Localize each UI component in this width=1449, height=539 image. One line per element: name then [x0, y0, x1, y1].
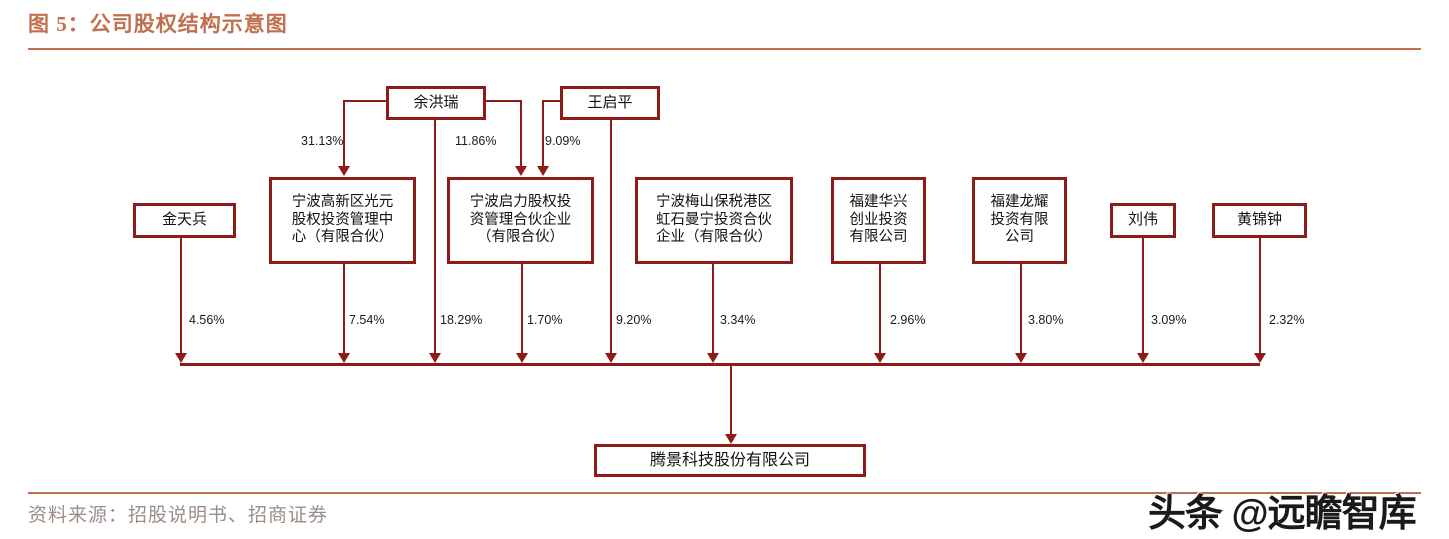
pct-huaxing: 2.96%: [890, 313, 926, 327]
node-label: 宁波启力股权投 资管理合伙企业 （有限合伙）: [469, 193, 572, 246]
edge-qili-arrow: [516, 353, 528, 363]
node-huaxing[interactable]: 福建华兴 创业投资 有限公司: [831, 177, 926, 264]
edge-hongshimanning-arrow: [707, 353, 719, 363]
source-note: 资料来源：招股说明书、招商证券: [28, 505, 329, 526]
node-label: 福建龙耀 投资有限 公司: [990, 193, 1049, 246]
edge-jintianbing-company: [180, 238, 182, 356]
edge-wangqiping-qili-vertical: [542, 100, 544, 168]
edge-wangqiping-qili-arrow: [537, 166, 549, 176]
edge-longyao-company: [1020, 264, 1022, 356]
edge-jintianbing-arrow: [175, 353, 187, 363]
edge-guangyuan-arrow: [338, 353, 350, 363]
edge-yuhongrui-company: [434, 120, 436, 356]
edge-yuhongrui-qili-horizontal: [484, 100, 522, 102]
node-label: 福建华兴 创业投资 有限公司: [849, 193, 908, 246]
watermark: 头条 @远瞻智库: [1148, 493, 1417, 535]
header-divider: [28, 48, 1421, 50]
edge-yuhongrui-guangyuan-arrow: [338, 166, 350, 176]
pct-guangyuan: 7.54%: [349, 313, 385, 327]
edge-liuwei-arrow: [1137, 353, 1149, 363]
edge-bus-to-company-arrow: [725, 434, 737, 444]
node-label: 刘伟: [1127, 211, 1158, 229]
footer-divider: [28, 492, 1421, 494]
node-label: 宁波梅山保税港区 虹石曼宁投资合伙 企业（有限合伙）: [656, 193, 772, 246]
pct-jintianbing: 4.56%: [189, 313, 225, 327]
edge-huangjinzhong-arrow: [1254, 353, 1266, 363]
node-label: 王启平: [587, 93, 633, 111]
node-liuwei[interactable]: 刘伟: [1110, 203, 1176, 238]
node-yuhongrui[interactable]: 余洪瑞: [386, 86, 486, 120]
edge-yuhongrui-company-arrow: [429, 353, 441, 363]
edge-wangqiping-company-arrow: [605, 353, 617, 363]
shareholder-bus-line: [180, 363, 1260, 366]
edge-wangqiping-company: [610, 120, 612, 356]
node-label: 余洪瑞: [413, 93, 459, 111]
edge-hongshimanning-company: [712, 264, 714, 356]
node-jintianbing[interactable]: 金天兵: [133, 203, 236, 238]
pct-wangqiping-qili: 9.09%: [545, 134, 581, 148]
edge-bus-to-company: [730, 363, 732, 436]
pct-liuwei: 3.09%: [1151, 313, 1187, 327]
edge-yuhongrui-qili-vertical: [520, 100, 522, 168]
pct-yuhongrui-company: 18.29%: [440, 313, 483, 327]
pct-qili: 1.70%: [527, 313, 563, 327]
edge-yuhongrui-qili-arrow: [515, 166, 527, 176]
edge-yuhongrui-guangyuan-vertical: [343, 100, 345, 168]
edge-huangjinzhong-company: [1259, 238, 1261, 356]
node-longyao[interactable]: 福建龙耀 投资有限 公司: [972, 177, 1067, 264]
edge-huaxing-company: [879, 264, 881, 356]
edge-wangqiping-qili-horizontal: [542, 100, 562, 102]
node-wangqiping[interactable]: 王启平: [560, 86, 660, 120]
node-tengjing-company[interactable]: 腾景科技股份有限公司: [594, 444, 866, 477]
pct-hongshimanning: 3.34%: [720, 313, 756, 327]
node-guangyuan[interactable]: 宁波高新区光元 股权投资管理中 心（有限合伙）: [269, 177, 416, 264]
pct-yuhongrui-guangyuan: 31.13%: [301, 134, 344, 148]
node-huangjinzhong[interactable]: 黄锦钟: [1212, 203, 1307, 238]
pct-wangqiping-company: 9.20%: [616, 313, 652, 327]
node-hongshimanning[interactable]: 宁波梅山保税港区 虹石曼宁投资合伙 企业（有限合伙）: [635, 177, 793, 264]
edge-longyao-arrow: [1015, 353, 1027, 363]
node-qili[interactable]: 宁波启力股权投 资管理合伙企业 （有限合伙）: [447, 177, 594, 264]
node-label: 腾景科技股份有限公司: [649, 451, 810, 469]
node-label: 金天兵: [161, 211, 207, 229]
edge-qili-company: [521, 264, 523, 356]
page-title: 图 5：公司股权结构示意图: [28, 12, 288, 36]
edge-huaxing-arrow: [874, 353, 886, 363]
edge-liuwei-company: [1142, 238, 1144, 356]
pct-yuhongrui-qili: 11.86%: [455, 134, 497, 148]
pct-huangjinzhong: 2.32%: [1269, 313, 1305, 327]
edge-yuhongrui-guangyuan-horizontal: [343, 100, 388, 102]
pct-longyao: 3.80%: [1028, 313, 1064, 327]
edge-guangyuan-company: [343, 264, 345, 356]
node-label: 宁波高新区光元 股权投资管理中 心（有限合伙）: [291, 193, 394, 246]
node-label: 黄锦钟: [1236, 211, 1282, 229]
